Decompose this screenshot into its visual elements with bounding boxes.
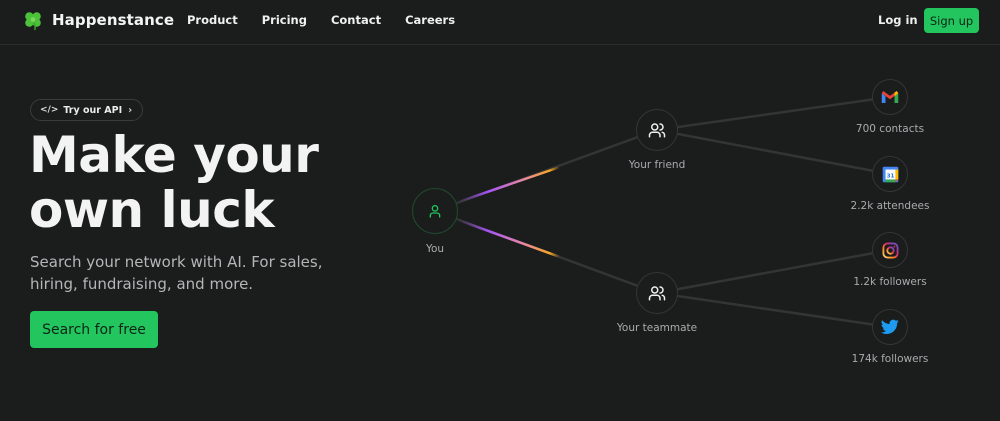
- google-calendar-icon: 31: [882, 166, 898, 182]
- nav-link-careers[interactable]: Careers: [405, 13, 456, 27]
- node-twitter[interactable]: [872, 309, 908, 345]
- node-instagram[interactable]: [872, 232, 908, 268]
- node-teammate-label: Your teammate: [616, 322, 698, 334]
- login-link[interactable]: Log in: [878, 13, 918, 27]
- users-icon: [648, 286, 666, 301]
- code-icon: </>: [40, 105, 59, 115]
- node-you[interactable]: [412, 188, 458, 234]
- headline-line-2: own luck: [29, 181, 275, 239]
- top-nav: Happenstance Product Pricing Contact Car…: [0, 0, 1000, 45]
- instagram-count-label: 1.2k followers: [853, 276, 927, 288]
- try-api-pill[interactable]: </> Try our API ›: [30, 99, 144, 121]
- headline-line-1: Make your: [29, 126, 319, 184]
- nav-links: Product Pricing Contact Careers: [187, 13, 479, 27]
- four-leaf-clover-icon: [25, 12, 41, 31]
- users-icon: [648, 123, 666, 138]
- node-you-label: You: [425, 243, 445, 255]
- user-icon: [429, 205, 441, 218]
- instagram-icon: [881, 241, 899, 259]
- calendar-count-label: 2.2k attendees: [850, 200, 930, 212]
- nav-link-contact[interactable]: Contact: [330, 13, 382, 27]
- brand-name: Happenstance: [52, 11, 175, 29]
- hero-subtext: Search your network with AI. For sales, …: [30, 253, 323, 293]
- nav-link-pricing[interactable]: Pricing: [261, 13, 307, 27]
- gmail-icon: [881, 91, 899, 103]
- node-google-calendar[interactable]: 31: [872, 156, 908, 192]
- gmail-count-label: 700 contacts: [855, 123, 925, 135]
- twitter-icon: [881, 319, 899, 335]
- signup-button[interactable]: Sign up: [924, 8, 979, 33]
- node-gmail[interactable]: [872, 79, 908, 115]
- brand-logo[interactable]: Happenstance: [22, 9, 174, 31]
- chevron-right-icon: ›: [128, 104, 133, 116]
- api-pill-label: Try our API: [63, 104, 123, 116]
- node-friend[interactable]: [636, 109, 678, 151]
- page-title: Make your own luck: [29, 128, 389, 238]
- twitter-count-label: 174k followers: [851, 353, 929, 365]
- node-friend-label: Your friend: [628, 159, 686, 171]
- node-teammate[interactable]: [636, 272, 678, 314]
- nav-link-product[interactable]: Product: [187, 13, 238, 27]
- svg-text:31: 31: [886, 173, 894, 179]
- search-for-free-button[interactable]: Search for free: [30, 311, 158, 348]
